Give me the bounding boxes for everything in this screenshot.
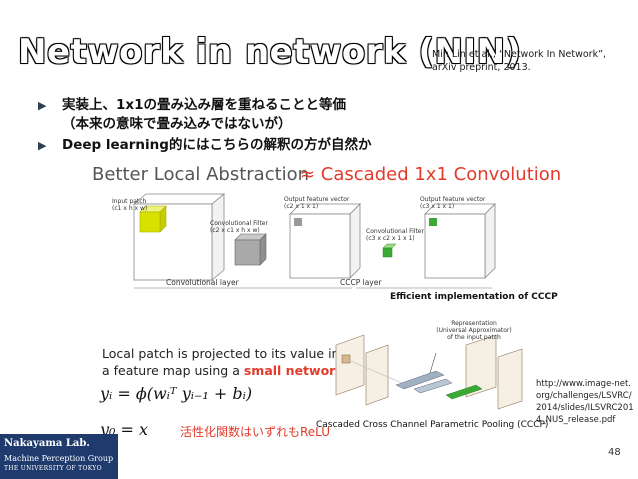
logo-line3: THE UNIVERSITY OF TOKYO <box>4 465 102 472</box>
cccp-diagram <box>132 193 496 289</box>
local-patch-text: Local patch is projected to its value in… <box>102 345 344 379</box>
bullet-1: ▶ 実装上、1x1の畳み込み層を重ねることと等価 （本来の意味で畳み込みではないが… <box>38 96 346 133</box>
mlp-diagram <box>335 334 523 410</box>
input-volume <box>132 193 226 281</box>
equation-1: yᵢ = ϕ(wᵢᵀ yᵢ₋₁ + bᵢ) <box>100 384 253 403</box>
conv-layer-label: Convolutional layer <box>166 278 239 287</box>
cccp-filter-label: Convolutional Filter(c3 x c2 x 1 x 1) <box>366 228 424 242</box>
conv-filter-cube <box>234 233 267 266</box>
stacked-layers <box>335 334 523 410</box>
bullet-1-line2: （本来の意味で畳み込みではないが） <box>62 116 292 132</box>
efficient-impl-label: Efficient implementation of CCCP <box>390 292 558 302</box>
logo-line2: Machine Perception Group <box>4 454 114 463</box>
conv-filter-label: Convolutional Filter(c2 x c1 x h x w) <box>210 220 268 234</box>
slide-title: Network in network (NIN) <box>18 32 522 72</box>
bullet-2: ▶ Deep learning的にはこちらの解釈の方が自然か <box>38 136 371 155</box>
relu-note: 活性化関数はいずれもReLU <box>180 425 331 439</box>
output-vector-1-label: Output feature vector(c2 x 1 x 1) <box>284 196 350 210</box>
output-volume-1 <box>289 203 361 279</box>
triangle-bullet-icon: ▶ <box>38 99 47 112</box>
source-url[interactable]: http://www.image-net.org/challenges/LSVR… <box>536 379 634 425</box>
figure-title: Better Local Abstraction <box>92 164 310 185</box>
bullet-1-line1: 実装上、1x1の畳み込み層を重ねることと等価 <box>62 97 346 113</box>
page-number: 48 <box>608 447 621 458</box>
representation-label: Representation(Universal Approximator)of… <box>436 320 512 341</box>
small-network-highlight: small network <box>243 363 344 378</box>
citation: Min Lin et al., “Network In Network”, ar… <box>432 49 607 73</box>
figure-title-red: ≈ Cascaded 1x1 Convolution <box>300 164 562 185</box>
cccp-layer-label: CCCP layer <box>340 278 382 287</box>
output-volume-2 <box>424 203 496 279</box>
triangle-bullet-icon: ▶ <box>38 139 47 152</box>
mlp-bars <box>395 370 483 400</box>
local-text-line2: a feature map using a <box>102 363 244 378</box>
local-text-line1: Local patch is projected to its value in <box>102 346 340 361</box>
lab-logo: Nakayama Lab. Machine Perception Group T… <box>0 434 118 479</box>
output-vector-2-label: Output feature vector(c3 x 1 x 1) <box>420 196 486 210</box>
bullet-2-line1: Deep learning的にはこちらの解釈の方が自然か <box>62 137 372 153</box>
logo-line1: Nakayama Lab. <box>4 438 90 449</box>
input-patch-label: Input patch(c1 x h x w) <box>112 198 148 212</box>
cccp-filter-cube <box>382 243 397 258</box>
cccp-caption: Cascaded Cross Channel Parametric Poolin… <box>316 420 549 430</box>
